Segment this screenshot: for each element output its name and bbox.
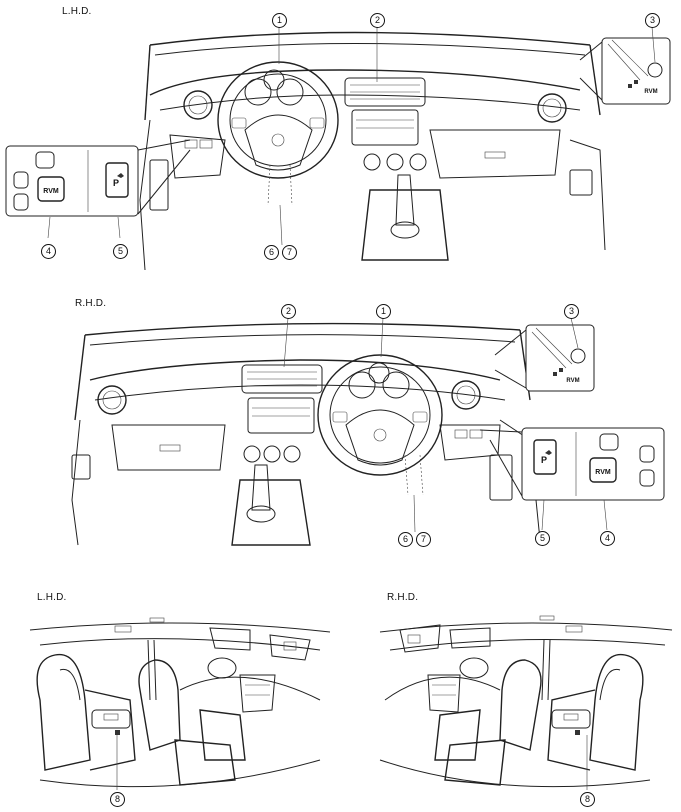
callout-4-rhd: 4 <box>600 531 615 546</box>
rhd-dashboard-illustration: RVM P RVM <box>71 317 665 546</box>
svg-text:P: P <box>113 178 119 188</box>
callout-6-rhd: 6 <box>398 532 413 547</box>
callout-5-lhd: 5 <box>113 244 128 259</box>
rvm-indicator-text-rhd: RVM <box>566 378 579 384</box>
callout-5-rhd: 5 <box>535 531 550 546</box>
callout-3-rhd: 3 <box>564 304 579 319</box>
callout-3-lhd: 3 <box>645 13 660 28</box>
callout-2-rhd: 2 <box>281 304 296 319</box>
callout-8-lhd-interior: 8 <box>110 792 125 807</box>
lhd-interior-label: L.H.D. <box>37 592 67 603</box>
rvm-indicator-text-lhd: RVM <box>644 89 657 95</box>
callout-2-lhd: 2 <box>370 13 385 28</box>
callout-7-rhd: 7 <box>416 532 431 547</box>
callout-4-lhd: 4 <box>41 244 56 259</box>
callout-1-lhd: 1 <box>272 13 287 28</box>
callout-1-rhd: 1 <box>376 304 391 319</box>
rhd-interior-label: R.H.D. <box>387 592 419 603</box>
callout-7-lhd: 7 <box>282 245 297 260</box>
svg-text:P: P <box>541 455 547 465</box>
rvm-switch-text-lhd: RVM <box>43 188 59 195</box>
lhd-dashboard-illustration: RVM P RVM <box>5 26 671 271</box>
rvm-switch-text-rhd: RVM <box>595 469 611 476</box>
callout-6-lhd: 6 <box>264 245 279 260</box>
lhd-dash-label: L.H.D. <box>62 6 92 17</box>
callout-8-rhd-interior: 8 <box>580 792 595 807</box>
rhd-dash-label: R.H.D. <box>75 298 107 309</box>
